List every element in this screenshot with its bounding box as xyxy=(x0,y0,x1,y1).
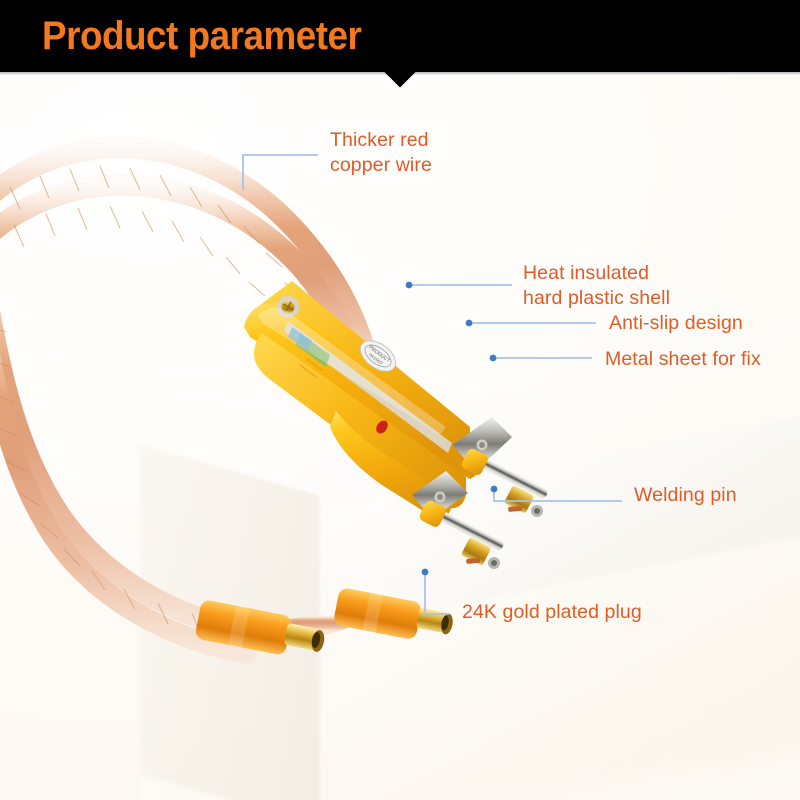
product-illustration: PRODUCT PASSED xyxy=(0,137,548,664)
page-title: Product parameter xyxy=(42,14,362,58)
callout-metal-sheet-for-fix: Metal sheet for fix xyxy=(605,348,761,370)
leader-gold-plated-plug xyxy=(424,572,449,615)
leader-dot-welding-pin xyxy=(490,485,498,493)
callout-anti-slip-design: Anti-slip design xyxy=(609,312,743,334)
leader-thicker-red-copper-wire xyxy=(242,154,318,190)
leader-welding-pin xyxy=(493,489,622,502)
leader-dot-anti-slip xyxy=(465,319,473,327)
product-photo: PRODUCT PASSED xyxy=(0,75,800,800)
callout-heat-insulated-hard-plastic-shell: Heat insulated hard plastic shell xyxy=(523,262,671,309)
leader-dot-heat-insulated xyxy=(405,281,413,289)
welding-pin-upper xyxy=(504,486,543,517)
leader-dot-gold-plug xyxy=(421,568,429,576)
callout-thicker-red-copper-wire: Thicker red copper wire xyxy=(330,129,432,176)
copper-cable-lower xyxy=(0,310,363,664)
callout-welding-pin: Welding pin xyxy=(634,484,737,506)
leader-dot-metal-sheet xyxy=(489,354,497,362)
welding-pen-body: PRODUCT PASSED xyxy=(244,281,483,519)
electrode-assembly xyxy=(419,448,548,569)
plug-left xyxy=(195,600,325,655)
callout-24k-gold-plated-plug: 24K gold plated plug xyxy=(462,601,642,623)
welding-pin-lower xyxy=(461,538,500,569)
